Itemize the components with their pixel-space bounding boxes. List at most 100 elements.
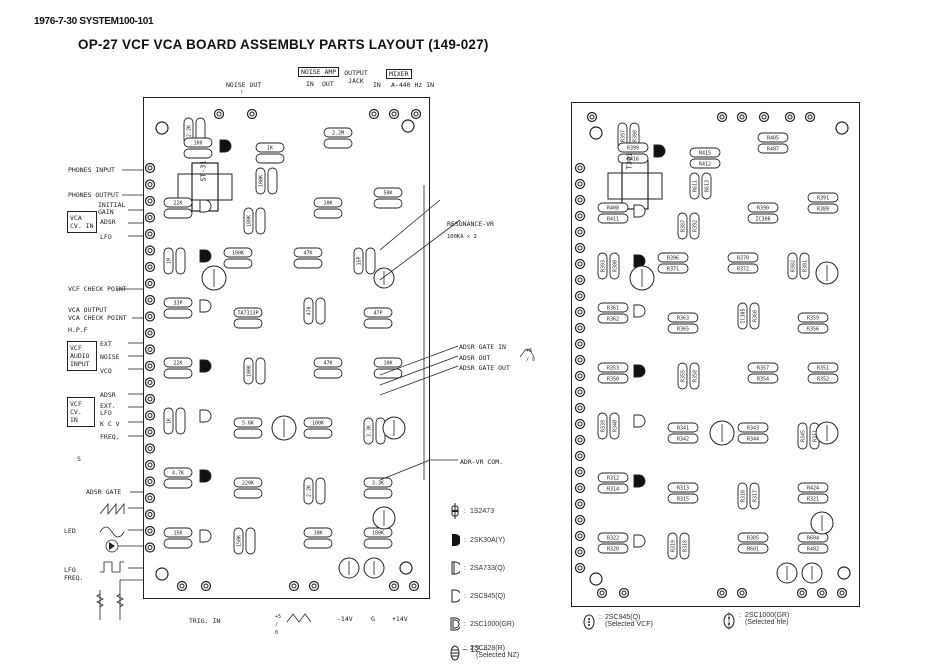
terminal-pad bbox=[144, 278, 156, 289]
page-number: – 12 – bbox=[462, 644, 488, 654]
resistor-value: R391 bbox=[817, 196, 829, 202]
transistor-d-icon bbox=[450, 617, 460, 631]
terminal-pad bbox=[574, 402, 586, 414]
resistor bbox=[677, 362, 688, 390]
terminal-hole bbox=[216, 111, 222, 117]
legend-item-pnp: :2SA733(Q) bbox=[450, 561, 519, 575]
terminal-pad bbox=[144, 294, 156, 306]
resistor bbox=[373, 357, 403, 368]
resistor bbox=[233, 318, 263, 329]
terminal-pad bbox=[716, 587, 728, 599]
terminal-pad bbox=[574, 370, 586, 382]
terminal-pad bbox=[574, 498, 586, 510]
resistor-value: R411 bbox=[607, 217, 619, 223]
resistor bbox=[799, 252, 810, 280]
terminal-hole bbox=[147, 512, 153, 517]
terminal-hole bbox=[391, 111, 397, 117]
resistor bbox=[353, 247, 364, 275]
fet-filled-icon bbox=[452, 534, 460, 546]
resistor-value: R382 bbox=[791, 260, 797, 272]
resistor bbox=[617, 153, 649, 164]
resistor-value: R396 bbox=[667, 256, 679, 262]
resistor bbox=[797, 532, 829, 543]
resistor bbox=[363, 318, 393, 329]
resistor bbox=[175, 247, 186, 275]
terminal-hole bbox=[147, 215, 153, 220]
resistor bbox=[747, 202, 779, 213]
lfo-label: LFO bbox=[100, 233, 112, 241]
terminal-hole bbox=[371, 111, 377, 117]
resistor bbox=[667, 433, 699, 444]
resistor bbox=[163, 368, 193, 379]
resistor-value: R424 bbox=[807, 486, 819, 492]
terminal-hole bbox=[621, 590, 627, 596]
terminal-pad bbox=[144, 212, 156, 223]
resistor bbox=[365, 247, 376, 275]
resistor bbox=[223, 247, 253, 258]
top-edge-terminals bbox=[213, 108, 468, 120]
vcf-audio-input-box: VCF AUDIO INPUT bbox=[67, 341, 97, 371]
mounting-hole bbox=[155, 121, 169, 135]
terminal-pad bbox=[144, 476, 156, 487]
terminal-pad bbox=[176, 580, 188, 592]
terminal-hole bbox=[577, 293, 583, 299]
terminal-hole bbox=[147, 314, 153, 319]
terminal-hole bbox=[577, 309, 583, 315]
mixer-label: MIXER bbox=[386, 69, 412, 79]
terminal-hole bbox=[787, 114, 793, 120]
resistor-value: 50K bbox=[383, 191, 392, 197]
terminal-hole bbox=[147, 479, 153, 484]
terminal-pad bbox=[574, 194, 586, 206]
resistor-value: IC306 bbox=[755, 217, 770, 223]
terminal-pad bbox=[796, 587, 808, 599]
resistor bbox=[667, 323, 699, 334]
transistor bbox=[199, 409, 212, 423]
resistor-value: R370 bbox=[737, 256, 749, 262]
terminal-hole bbox=[577, 405, 583, 411]
resistor bbox=[597, 472, 629, 483]
resistor bbox=[163, 357, 193, 368]
terminal-hole bbox=[719, 590, 725, 596]
ext-lfo-label: EXT. LFO bbox=[100, 402, 116, 417]
legend-item-selected-vcf: :2SC945(Q)(Selected VCF) bbox=[583, 614, 653, 630]
resistor bbox=[609, 252, 620, 280]
terminal-pad bbox=[144, 443, 156, 454]
resistor-value: R398 bbox=[633, 130, 639, 142]
square-wave-icon bbox=[100, 561, 124, 573]
resistor bbox=[677, 212, 688, 240]
terminal-pad bbox=[388, 580, 400, 592]
terminal-pad bbox=[574, 162, 586, 174]
terminal-pad bbox=[144, 179, 156, 190]
terminal-pad bbox=[574, 546, 586, 558]
legend-item-fet: :2SK30A(Y) bbox=[450, 533, 519, 547]
resistor-value: R354 bbox=[757, 377, 769, 383]
kcv-label: K C V bbox=[100, 420, 120, 428]
resistor-value: R362 bbox=[607, 317, 619, 323]
noise-out-arrow-icon: ↑ bbox=[240, 89, 244, 96]
resistor bbox=[363, 417, 374, 445]
resistor-value: 3.3K bbox=[367, 425, 373, 437]
mounting-hole bbox=[401, 119, 415, 133]
terminal-pad bbox=[836, 587, 848, 599]
legend-part: 2SC1000(GR) bbox=[469, 620, 515, 628]
terminal-hole bbox=[599, 590, 605, 596]
resistor bbox=[807, 373, 839, 384]
resistor bbox=[233, 527, 244, 555]
terminal-pad bbox=[574, 178, 586, 190]
resistor bbox=[313, 208, 343, 219]
terminal-pad bbox=[574, 258, 586, 270]
resistor-value: R389 bbox=[817, 207, 829, 213]
legend-part: 2SA733(Q) bbox=[469, 564, 505, 572]
resistor bbox=[363, 488, 393, 499]
resistor bbox=[163, 208, 193, 219]
terminal-hole bbox=[577, 421, 583, 427]
terminal-hole bbox=[577, 357, 583, 363]
s-label: S bbox=[77, 455, 81, 463]
mounting-hole bbox=[589, 572, 603, 586]
terminal-hole bbox=[577, 341, 583, 347]
terminal-pad bbox=[784, 111, 796, 123]
transistor bbox=[633, 364, 646, 378]
mounting-hole bbox=[155, 567, 169, 581]
noise-amp-in-label: IN bbox=[306, 80, 314, 88]
